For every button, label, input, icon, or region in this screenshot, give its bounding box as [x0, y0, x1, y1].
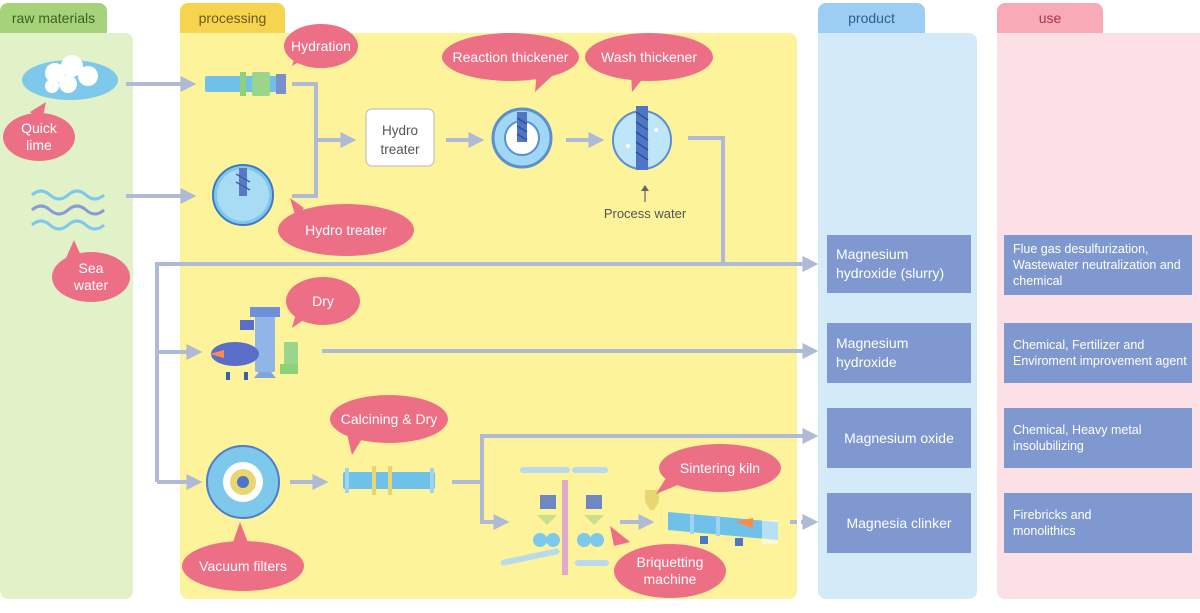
- wash-thickener-bubble: Wash thickener: [585, 33, 713, 81]
- hydro-treater-box: [365, 108, 435, 167]
- use-chemical-fertilizer: Chemical, Fertilizer and Enviroment impr…: [1004, 323, 1192, 383]
- arrow-calciner-to-briquetting: [480, 482, 510, 530]
- hydro-treater-box-label: Hydro treater: [366, 121, 434, 159]
- distribution-line: [155, 262, 723, 482]
- product-label: Magnesia clinker: [846, 514, 952, 531]
- use-label: Firebricks and monolithics: [1013, 508, 1092, 538]
- use-label: Chemical, Fertilizer and Enviroment impr…: [1013, 338, 1187, 368]
- dryer-icon: [210, 307, 298, 380]
- hydro-treater-bubble: Hydro treater: [278, 204, 414, 256]
- use-flue-gas: Flue gas desulfurization, Wastewater neu…: [1004, 235, 1192, 295]
- use-firebricks: Firebricks and monolithics: [1004, 493, 1192, 553]
- processing-tab: processing: [180, 3, 285, 33]
- hydro-treater-tank-icon: [212, 164, 274, 226]
- vacuum-filter-icon: [206, 445, 280, 519]
- quick-lime-bubble: Quick lime: [3, 113, 75, 161]
- arrow-to-slurry: [688, 136, 819, 272]
- use-chemical-heavy-metal: Chemical, Heavy metal insolubilizing: [1004, 408, 1192, 468]
- product-magnesia-clinker: Magnesia clinker: [827, 493, 971, 553]
- hydration-bubble: Hydration: [284, 24, 358, 68]
- product-label: Magnesium hydroxide (slurry): [836, 246, 945, 281]
- dry-bubble: Dry: [286, 277, 360, 325]
- raw-materials-tab: raw materials: [0, 3, 107, 33]
- sea-water-bubble: Sea water: [52, 252, 130, 302]
- sea-water-icon: [31, 189, 105, 231]
- use-label: Chemical, Heavy metal insolubilizing: [1013, 423, 1142, 453]
- product-label: Magnesium hydroxide: [836, 335, 909, 370]
- arrow-calciner-to-oxide: [452, 428, 819, 484]
- vacuum-filters-bubble: Vacuum filters: [182, 541, 304, 591]
- hydro-treater-box-line2: treater: [380, 142, 420, 157]
- hydration-cylinder-icon: [205, 72, 286, 96]
- wash-thickener-icon: [612, 106, 672, 170]
- product-label: Magnesium oxide: [844, 429, 954, 446]
- calciner-icon: [343, 466, 435, 495]
- process-water-label: Process water: [603, 206, 687, 221]
- briquetting-machine-bubble: Briquetting machine: [614, 544, 726, 598]
- processing-column: [180, 33, 797, 599]
- briquetting-machine-icon: [500, 467, 609, 575]
- product-magnesium-hydroxide-slurry: Magnesium hydroxide (slurry): [827, 235, 971, 293]
- sintering-kiln-bubble: Sintering kiln: [659, 444, 781, 492]
- use-tab: use: [997, 3, 1103, 33]
- reaction-thickener-icon: [491, 107, 553, 169]
- calcining-dry-bubble: Calcining & Dry: [330, 395, 448, 443]
- sintering-kiln-icon: [645, 490, 778, 546]
- hydro-treater-box-line1: Hydro: [381, 123, 418, 138]
- quick-lime-icon: [22, 55, 118, 100]
- product-magnesium-oxide: Magnesium oxide: [827, 408, 971, 468]
- product-tab: product: [818, 3, 925, 33]
- product-magnesium-hydroxide: Magnesium hydroxide: [827, 323, 971, 383]
- arrow-merge: [292, 82, 350, 198]
- use-label: Flue gas desulfurization, Wastewater neu…: [1013, 242, 1181, 288]
- reaction-thickener-bubble: Reaction thickener: [442, 33, 579, 81]
